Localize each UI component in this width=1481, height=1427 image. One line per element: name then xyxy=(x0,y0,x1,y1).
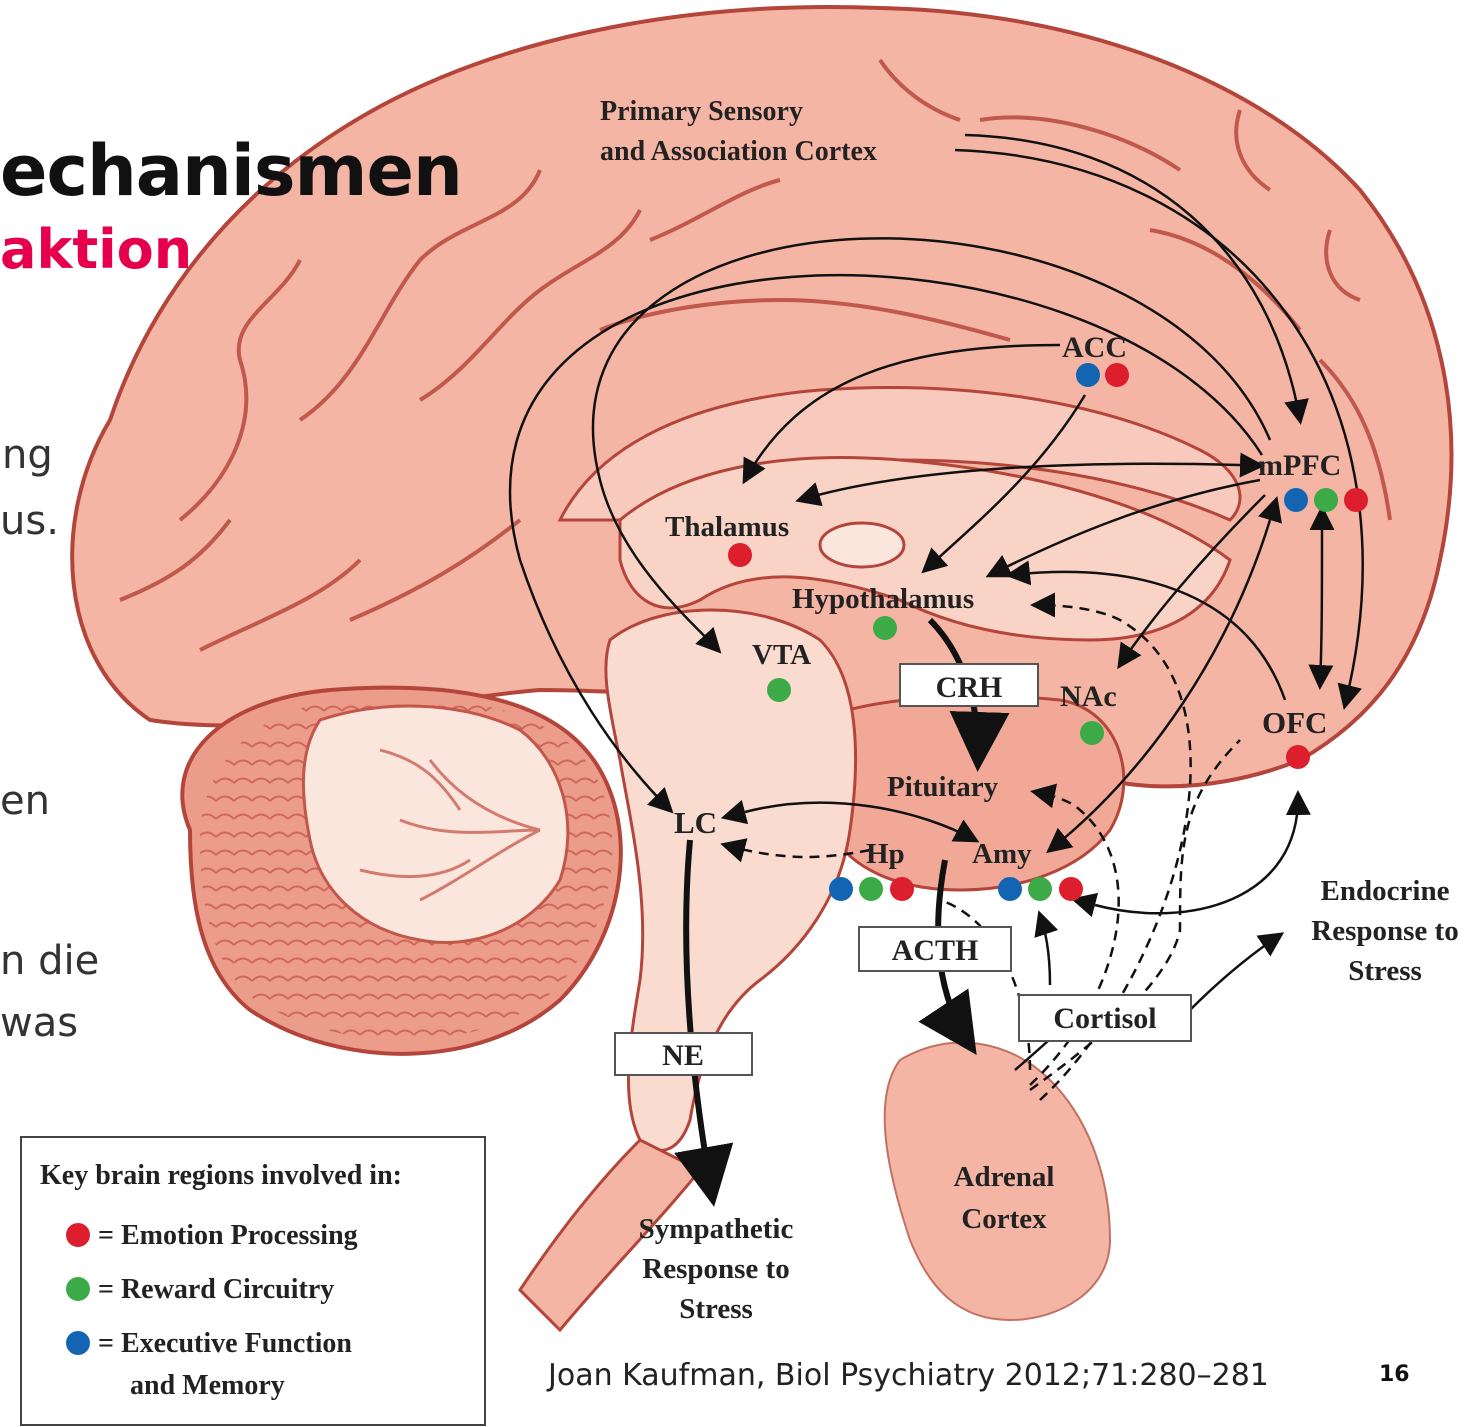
amy-emotion-dot xyxy=(1059,877,1083,901)
endocrine-label-line1: Endocrine xyxy=(1321,875,1450,907)
cortisol-label: Cortisol xyxy=(1053,1002,1156,1035)
executive-dot-icon xyxy=(66,1331,90,1355)
text-fragment-3: en xyxy=(0,778,50,824)
acc-label: ACC xyxy=(1062,331,1127,364)
hypothalamus-label: Hypothalamus xyxy=(792,583,974,615)
legend-row-executive: = Executive Function xyxy=(66,1328,352,1360)
pituitary-label: Pituitary xyxy=(887,771,999,803)
legend-row-reward: = Reward Circuitry xyxy=(66,1274,334,1306)
emotion-dot-icon xyxy=(66,1223,90,1247)
mpfc-label: mPFC xyxy=(1258,449,1341,482)
legend-row-emotion: = Emotion Processing xyxy=(66,1220,358,1252)
legend-executive-label: = Executive Function xyxy=(98,1328,352,1359)
sympathetic-label-line3: Stress xyxy=(679,1293,753,1325)
amy-label: Amy xyxy=(972,838,1032,870)
acc-executive-dot xyxy=(1076,363,1100,387)
legend-executive-label-cont: and Memory xyxy=(130,1370,285,1402)
mpfc-executive-dot xyxy=(1284,488,1308,512)
ofc-label: OFC xyxy=(1262,705,1327,740)
amy-reward-dot xyxy=(1028,877,1052,901)
page-number: 16 xyxy=(1379,1362,1410,1387)
sensory-label-line1: Primary Sensory xyxy=(600,96,803,127)
nac-label: NAc xyxy=(1060,680,1117,713)
hypothalamus-reward-dot xyxy=(873,616,897,640)
hp-reward-dot xyxy=(859,877,883,901)
hp-emotion-dot xyxy=(890,877,914,901)
endocrine-label-line3: Stress xyxy=(1348,955,1422,987)
reward-dot-icon xyxy=(66,1277,90,1301)
text-fragment-5: was xyxy=(0,1000,78,1046)
slide-title: echanismen xyxy=(0,130,462,212)
acth-label: ACTH xyxy=(892,934,979,967)
amy-executive-dot xyxy=(998,877,1022,901)
arrow-cortisol-endocrine xyxy=(1190,935,1280,1010)
sympathetic-label-line2: Response to xyxy=(642,1253,789,1285)
text-fragment-4: n die xyxy=(0,938,99,984)
sympathetic-label-line1: Sympathetic xyxy=(639,1213,794,1245)
lc-label: LC xyxy=(674,805,717,840)
vta-reward-dot xyxy=(767,678,791,702)
endocrine-label-line2: Response to xyxy=(1311,915,1458,947)
ofc-emotion-dot xyxy=(1286,745,1310,769)
adrenal-label-line1: Adrenal xyxy=(954,1161,1055,1193)
text-fragment-2: us. xyxy=(0,498,59,544)
mpfc-reward-dot xyxy=(1314,488,1338,512)
text-fragment-1: ng xyxy=(2,432,53,478)
vta-label: VTA xyxy=(752,639,811,671)
arrow-cortisol-amy xyxy=(1040,915,1050,985)
crh-label: CRH xyxy=(936,671,1003,704)
thalamus-emotion-dot xyxy=(728,543,752,567)
hp-executive-dot xyxy=(829,877,853,901)
slide-subtitle: aktion xyxy=(0,218,192,281)
citation: Joan Kaufman, Biol Psychiatry 2012;71:28… xyxy=(548,1358,1269,1393)
legend-title: Key brain regions involved in: xyxy=(40,1160,402,1192)
nac-reward-dot xyxy=(1080,721,1104,745)
sensory-label-line2: and Association Cortex xyxy=(600,136,877,167)
legend-reward-label: = Reward Circuitry xyxy=(98,1274,334,1305)
arrow-amy-ofc xyxy=(1095,795,1298,913)
legend-box: Key brain regions involved in: = Emotion… xyxy=(20,1136,486,1426)
mpfc-emotion-dot xyxy=(1344,488,1368,512)
thalamus-label: Thalamus xyxy=(665,511,789,543)
ventricle xyxy=(820,523,904,567)
ne-label: NE xyxy=(662,1039,704,1072)
hp-label: Hp xyxy=(866,838,905,870)
acc-emotion-dot xyxy=(1105,363,1129,387)
legend-emotion-label: = Emotion Processing xyxy=(98,1220,358,1251)
adrenal-label-line2: Cortex xyxy=(961,1203,1047,1235)
